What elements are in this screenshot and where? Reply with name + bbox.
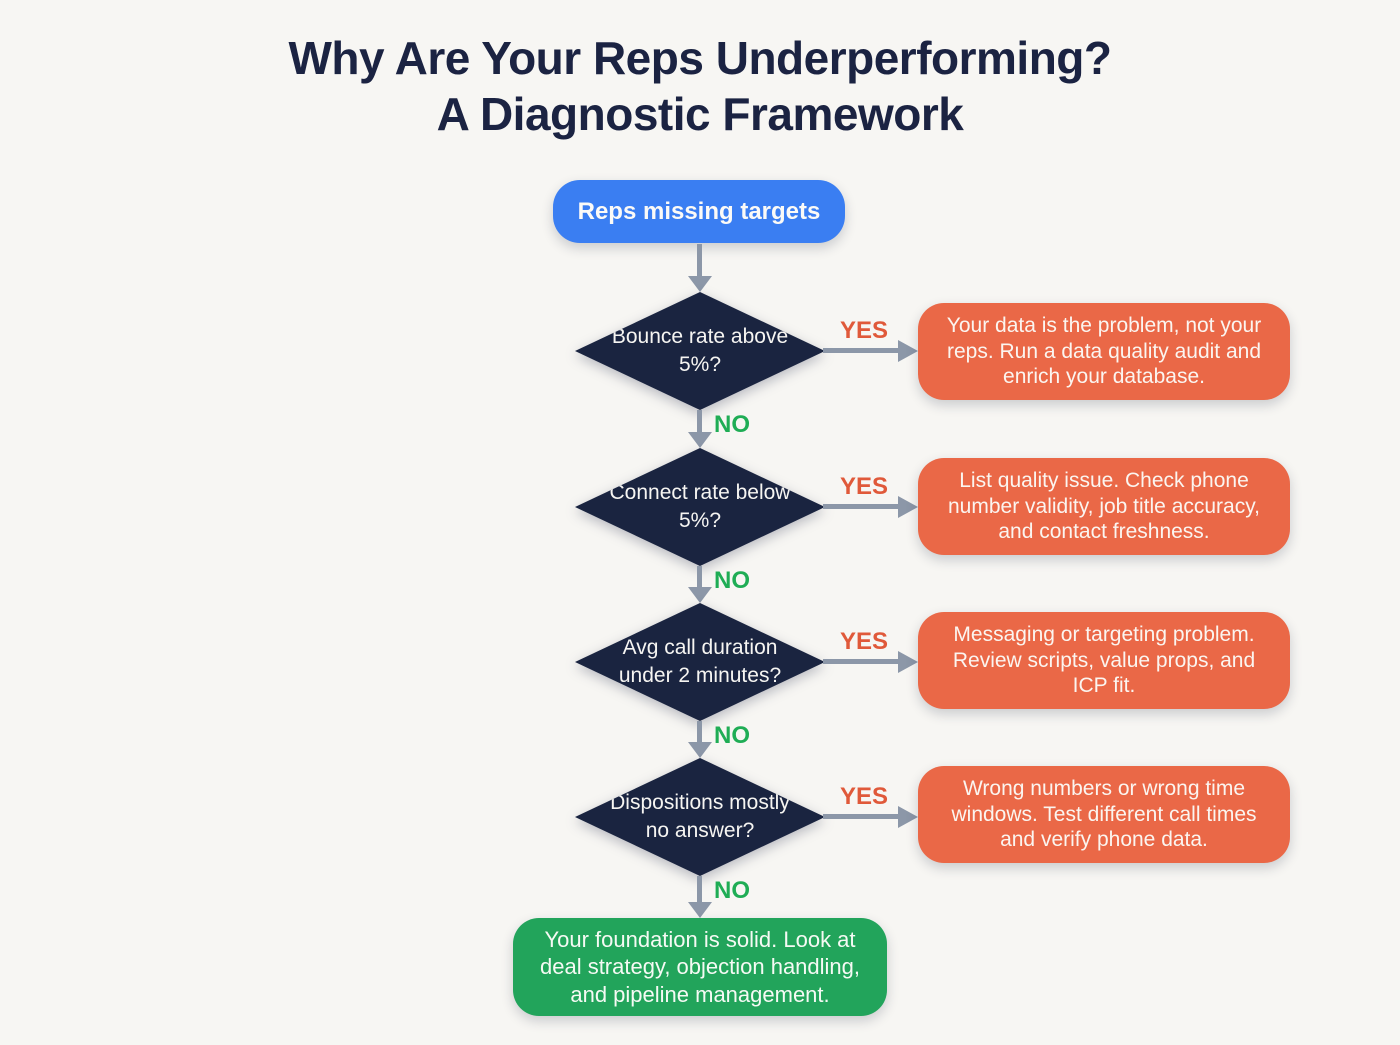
no-label: NO	[714, 411, 750, 438]
final-node: Your foundation is solid. Look at deal s…	[513, 918, 887, 1016]
outcome-box-4: Wrong numbers or wrong time windows. Tes…	[918, 766, 1290, 863]
decision-diamond-4-shape: Dispositions mostly no answer?	[575, 758, 825, 876]
connector-line-start	[697, 244, 702, 278]
start-node-label: Reps missing targets	[577, 197, 821, 225]
page-title-line2: A Diagnostic Framework	[436, 88, 964, 141]
arrow-right-icon	[898, 806, 918, 828]
decision-question: Avg call duration under 2 minutes?	[618, 636, 782, 687]
outcome-text: Messaging or targeting problem. Review s…	[952, 622, 1256, 698]
decision-diamond-3: Avg call duration under 2 minutes?	[575, 603, 825, 721]
yes-label: YES	[839, 473, 889, 500]
page-title-line1: Why Are Your Reps Underperforming?	[288, 32, 1112, 84]
connector-line-no-4	[697, 876, 702, 902]
arrow-down-icon	[688, 587, 712, 603]
final-node-text: Your foundation is solid. Look at deal s…	[539, 927, 861, 1007]
no-label: NO	[714, 877, 750, 904]
outcome-box-1: Your data is the problem, not your reps.…	[918, 303, 1290, 400]
arrow-right-icon	[898, 340, 918, 362]
outcome-box-2: List quality issue. Check phone number v…	[918, 458, 1290, 555]
decision-question: Bounce rate above 5%?	[611, 325, 789, 376]
connector-line-no-1	[697, 410, 702, 432]
outcome-text: Wrong numbers or wrong time windows. Tes…	[951, 776, 1257, 852]
decision-question: Connect rate below 5%?	[609, 481, 791, 532]
yes-label: YES	[839, 783, 889, 810]
arrow-right-icon	[898, 651, 918, 673]
arrow-down-icon	[688, 432, 712, 448]
connector-line-no-2	[697, 566, 702, 587]
yes-label: YES	[839, 628, 889, 655]
yes-label: YES	[839, 317, 889, 344]
connector-line-yes-1	[823, 348, 900, 353]
arrow-down-icon	[688, 742, 712, 758]
connector-line-yes-2	[823, 504, 900, 509]
decision-diamond-1: Bounce rate above 5%?	[575, 292, 825, 410]
decision-diamond-3-shape: Avg call duration under 2 minutes?	[575, 603, 825, 721]
connector-line-no-3	[697, 721, 702, 742]
outcome-box-3: Messaging or targeting problem. Review s…	[918, 612, 1290, 709]
arrow-down-icon	[688, 902, 712, 918]
connector-line-yes-4	[823, 814, 900, 819]
outcome-text: List quality issue. Check phone number v…	[947, 468, 1261, 544]
no-label: NO	[714, 722, 750, 749]
decision-diamond-2-shape: Connect rate below 5%?	[575, 448, 825, 566]
arrow-right-icon	[898, 496, 918, 518]
no-label: NO	[714, 567, 750, 594]
decision-diamond-1-shape: Bounce rate above 5%?	[575, 292, 825, 410]
arrow-down-icon	[688, 276, 712, 292]
decision-question: Dispositions mostly no answer?	[610, 791, 790, 842]
page-title: Why Are Your Reps Underperforming? A Dia…	[0, 30, 1400, 142]
decision-diamond-4: Dispositions mostly no answer?	[575, 758, 825, 876]
outcome-text: Your data is the problem, not your reps.…	[946, 313, 1262, 389]
decision-diamond-2: Connect rate below 5%?	[575, 448, 825, 566]
connector-line-yes-3	[823, 659, 900, 664]
start-node: Reps missing targets	[553, 180, 845, 243]
